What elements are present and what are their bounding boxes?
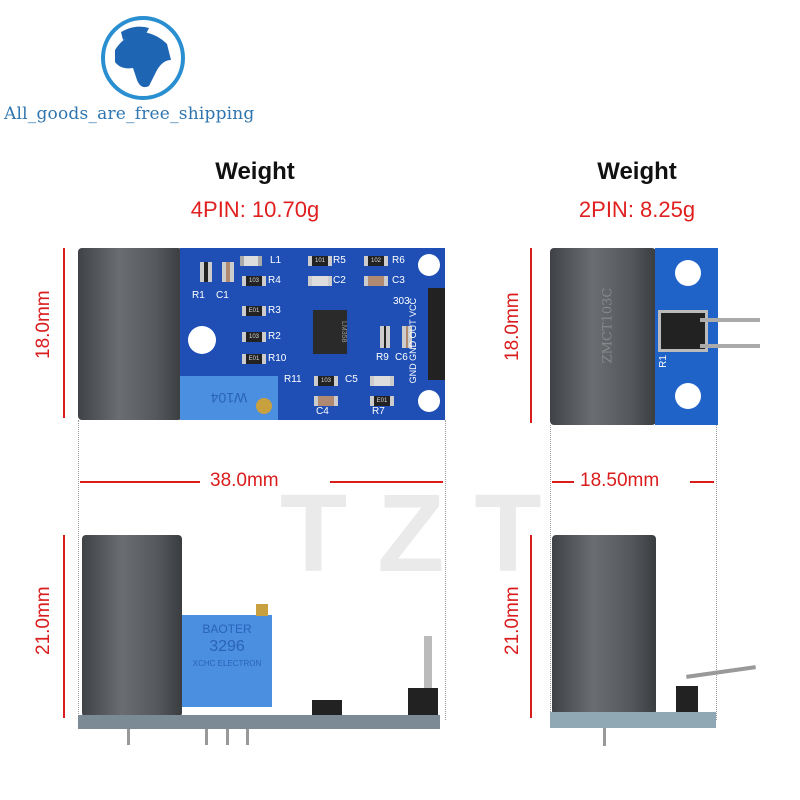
pin-header-4 <box>428 288 445 380</box>
globe-icon <box>101 16 185 100</box>
transformer-side-view-2pin <box>552 535 656 715</box>
pcb-side-edge-2pin <box>550 712 716 728</box>
potentiometer-3296: BAOTER 3296 XCHC ELECTRON <box>182 615 272 707</box>
current-transformer-zmct103c: ZMCT103C <box>550 248 656 425</box>
pcb-board-2pin: R1 <box>655 248 718 425</box>
right-weight-title: Weight <box>597 158 677 185</box>
right-top-height-label: 18.0mm <box>502 292 523 361</box>
width-arrow-left <box>80 481 200 483</box>
transformer-side-view <box>82 535 182 717</box>
current-transformer <box>78 248 182 420</box>
right-width-label: 18.50mm <box>580 470 660 491</box>
left-top-height-label: 18.0mm <box>33 290 54 359</box>
left-weight-title: Weight <box>215 158 295 185</box>
left-width-label: 38.0mm <box>210 470 279 491</box>
watermark: TZT <box>280 472 572 595</box>
right-side-height-label: 21.0mm <box>502 586 523 655</box>
brand-slogan: All_goods_are_free_shipping <box>4 104 255 124</box>
pcb-side-edge <box>78 715 440 729</box>
pin <box>700 344 760 348</box>
pin <box>700 318 760 322</box>
right-weight-value: 2PIN: 8.25g <box>578 197 696 222</box>
left-side-height-label: 21.0mm <box>33 586 54 655</box>
lm358-chip: LM358 <box>313 310 347 354</box>
height-arrow-left-top <box>63 248 65 418</box>
left-weight-value: 4PIN: 10.70g <box>190 197 320 222</box>
